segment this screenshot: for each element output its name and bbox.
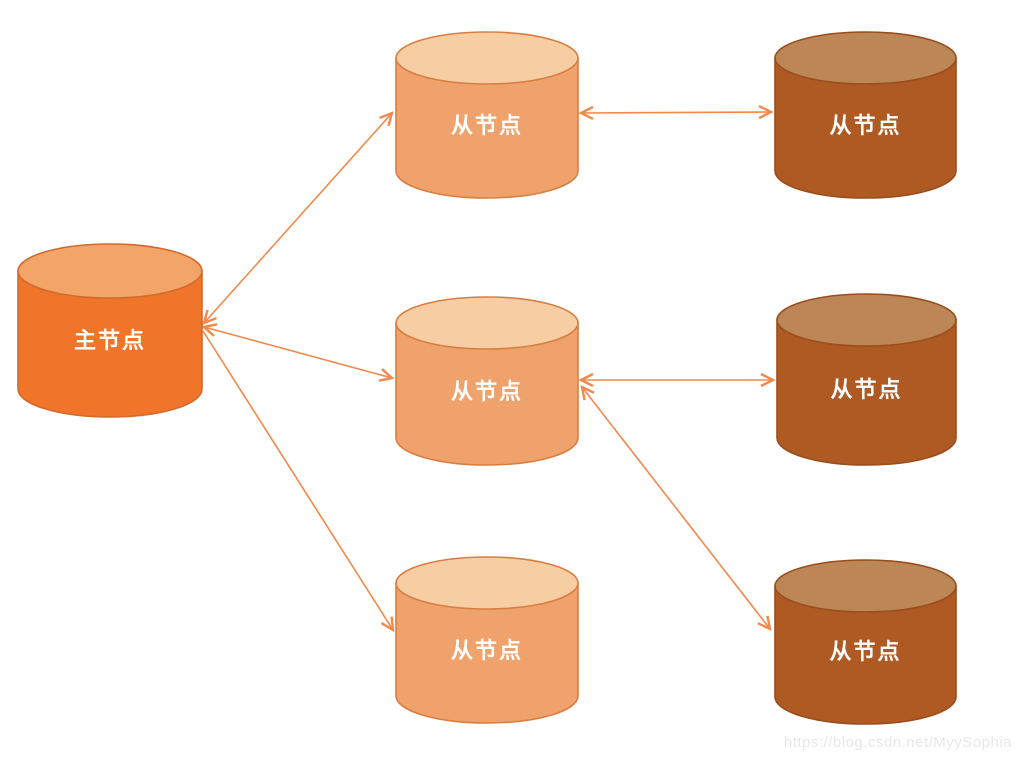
database-cylinder-icon [395, 296, 579, 466]
edge-slave1-replica1 [581, 112, 771, 113]
node-slave-3: 从节点 [395, 555, 579, 725]
cylinder-top [774, 31, 957, 85]
cylinder-body [776, 319, 957, 466]
node-label: 主节点 [73, 328, 146, 354]
node-slave-2: 从节点 [395, 295, 579, 467]
node-slave-1: 从节点 [395, 30, 579, 200]
edge-master-slave1 [204, 113, 392, 323]
node-label: 从节点 [450, 378, 523, 404]
cylinder-top [395, 296, 579, 350]
cylinder-body [395, 322, 579, 466]
cylinder-body [774, 585, 957, 725]
database-cylinder-icon [774, 31, 957, 199]
node-label: 从节点 [830, 377, 903, 403]
node-label: 从节点 [450, 112, 523, 138]
database-cylinder-icon [395, 31, 579, 199]
cylinder-body [395, 582, 579, 724]
node-replica-3: 从节点 [774, 558, 957, 726]
cylinder-top [395, 556, 579, 610]
watermark-text: https://blog.csdn.net/MyySophia [783, 734, 1012, 751]
cylinder-top [395, 31, 579, 85]
cylinder-top [17, 243, 203, 299]
database-cylinder-icon [776, 293, 957, 466]
edge-master-slave3 [202, 330, 393, 630]
cylinder-top [774, 559, 957, 613]
node-replica-2: 从节点 [776, 292, 957, 467]
cylinder-body [395, 57, 579, 199]
database-cylinder-icon [17, 243, 203, 418]
node-master: 主节点 [17, 243, 203, 418]
cylinder-body [17, 270, 203, 418]
node-label: 从节点 [829, 112, 902, 138]
node-label: 从节点 [450, 637, 523, 663]
cylinder-body [774, 57, 957, 199]
cylinder-top [776, 293, 957, 347]
node-replica-1: 从节点 [774, 30, 957, 200]
edge-slave2-replica3 [582, 387, 770, 629]
node-label: 从节点 [829, 639, 902, 665]
database-cylinder-icon [395, 556, 579, 724]
edge-master-slave2 [204, 327, 392, 378]
database-cylinder-icon [774, 559, 957, 725]
